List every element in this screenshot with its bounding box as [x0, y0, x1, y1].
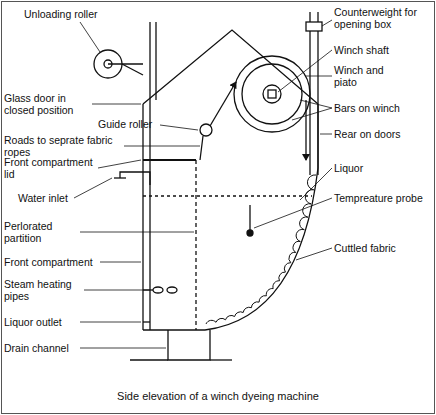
part-label: Guide roller	[98, 118, 162, 130]
part-label: Glass door in closed position	[4, 92, 92, 116]
part-label: Liquor	[334, 162, 432, 174]
part-label: Tempreature probe	[334, 192, 432, 204]
part-label: Perlorated partition	[4, 220, 80, 244]
figure-caption: Side elevation of a winch dyeing machine	[10, 390, 426, 402]
part-label: Water inlet	[18, 192, 78, 204]
part-label: Rear on doors	[334, 128, 432, 140]
part-label: Front compartment	[4, 256, 100, 268]
part-label: Liquor outlet	[4, 316, 80, 328]
part-label: Steam heating pipes	[4, 278, 84, 302]
part-label: Winch and piato	[334, 64, 404, 88]
part-label: Bars on winch	[334, 102, 432, 114]
part-label: Cuttled fabric	[334, 242, 432, 254]
part-label: Drain channel	[4, 342, 80, 354]
part-label: Unloading roller	[24, 8, 124, 20]
part-label: Counterweight for opening box	[334, 6, 432, 30]
part-label: Roads to seprate fabric ropes	[4, 134, 124, 158]
cuttled-fabric	[206, 175, 316, 324]
part-label: Winch shaft	[334, 44, 432, 56]
part-label: Front compartment lid	[4, 156, 100, 180]
